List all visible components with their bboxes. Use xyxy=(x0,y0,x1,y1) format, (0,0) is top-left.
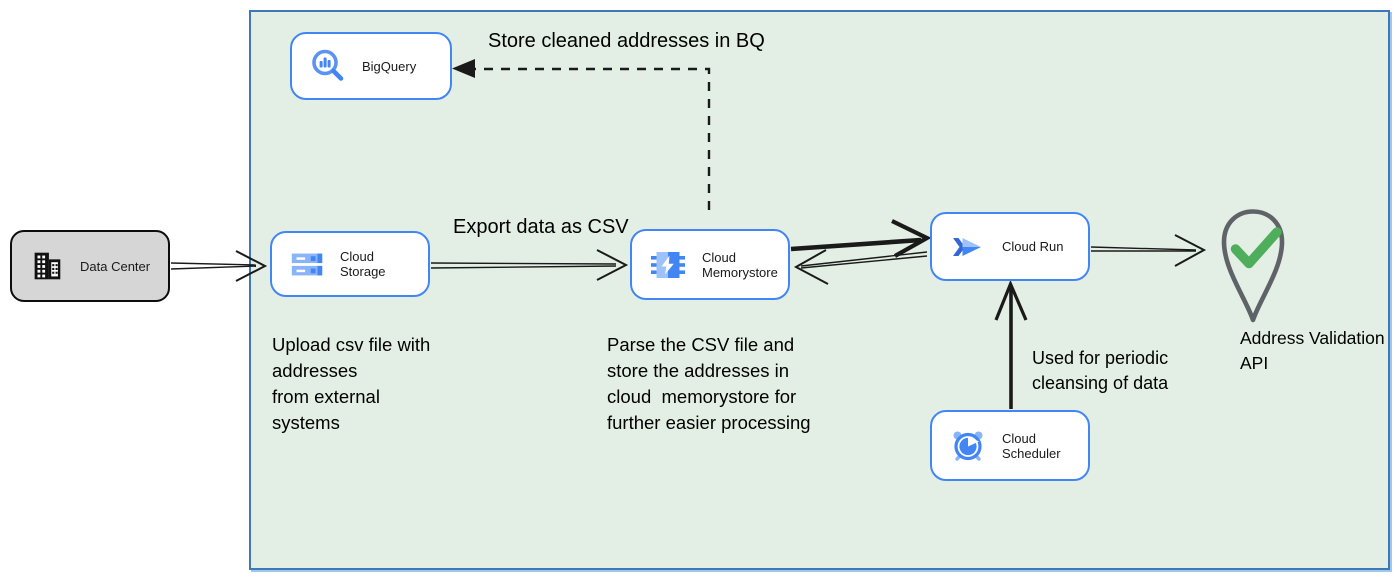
location-pin-icon xyxy=(1221,209,1285,323)
node-label-cloud-run: Cloud Run xyxy=(1002,239,1064,254)
annotation-periodic-cleansing: Used for periodic cleansing of data xyxy=(1032,348,1169,393)
node-label-cloud-storage: Cloud Storage xyxy=(340,249,386,279)
checkmark-icon xyxy=(1230,227,1282,269)
gcp-boundary-container xyxy=(249,10,1390,570)
node-label-bigquery: BigQuery xyxy=(362,58,417,74)
node-cloud-run[interactable]: Cloud Run xyxy=(930,212,1090,281)
annotation-parse-note: Parse the CSV file and store the address… xyxy=(607,334,811,433)
cloud-scheduler-icon xyxy=(953,431,983,461)
cloud-memorystore-icon xyxy=(651,251,685,278)
cloud-storage-icon xyxy=(291,253,323,276)
label-address-validation-api: Address Validation API xyxy=(1240,328,1389,373)
node-bigquery[interactable]: BigQuery xyxy=(290,32,452,100)
node-label-cloud-scheduler: Cloud Scheduler xyxy=(1002,430,1061,461)
node-label-data-center: Data Center xyxy=(80,258,151,274)
annotation-store-cleaned-bq: Store cleaned addresses in BQ xyxy=(488,30,765,52)
node-data-center[interactable]: Data Center xyxy=(10,230,170,302)
annotation-export-csv: Export data as CSV xyxy=(453,216,629,238)
node-cloud-storage[interactable]: Cloud Storage xyxy=(270,231,430,297)
bigquery-icon xyxy=(312,49,344,81)
cloud-run-icon xyxy=(953,237,981,256)
node-cloud-scheduler[interactable]: Cloud Scheduler xyxy=(930,410,1090,481)
address-validation-pin[interactable] xyxy=(1218,207,1288,327)
node-cloud-memorystore[interactable]: Cloud Memorystore xyxy=(630,229,790,300)
annotation-upload-note: Upload csv file with addresses from exte… xyxy=(272,334,431,433)
data-center-building-icon xyxy=(34,252,61,280)
node-label-cloud-memorystore: Cloud Memorystore xyxy=(702,249,778,280)
